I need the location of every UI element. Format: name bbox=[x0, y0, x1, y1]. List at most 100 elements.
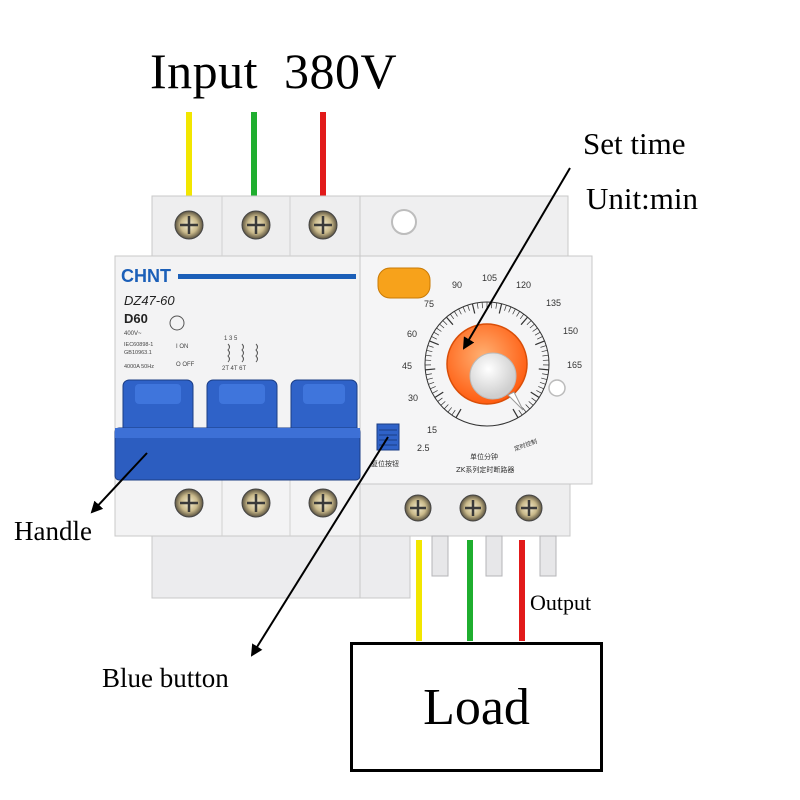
dial-tick-mark bbox=[520, 316, 529, 326]
dial-tick-mark bbox=[458, 308, 462, 315]
timer-bottom-terminals bbox=[404, 494, 543, 522]
output-label: Output bbox=[530, 590, 592, 615]
dial-tick-mark bbox=[439, 323, 445, 329]
indicator-light bbox=[377, 267, 431, 299]
dial-tick-mark bbox=[538, 386, 544, 390]
terminal-screw bbox=[308, 488, 338, 518]
dial-tick-mark bbox=[541, 349, 548, 353]
dial-tick-mark bbox=[508, 306, 512, 313]
terminal-screw bbox=[515, 494, 543, 522]
terminal-screw bbox=[308, 210, 338, 240]
dial-tick-mark bbox=[471, 303, 476, 314]
dial-tick-mark bbox=[429, 340, 439, 346]
dial-tick-mark bbox=[536, 390, 542, 394]
dial-tick-mark bbox=[541, 377, 548, 380]
dial-tick-120: 120 bbox=[516, 280, 531, 290]
dial-tick-mark bbox=[519, 313, 525, 320]
reset-button-label: 复位按钮 bbox=[371, 459, 399, 468]
terminal-marks-bottom: 2T 4T 6T bbox=[222, 366, 246, 372]
dial-tick-mark bbox=[426, 377, 433, 380]
dial-tick-mark bbox=[467, 304, 470, 311]
coil-symbols bbox=[227, 343, 258, 363]
arrow-handle bbox=[90, 452, 148, 514]
dial-tick-15: 15 bbox=[427, 425, 437, 435]
dial-tick-2-5: 2.5 bbox=[417, 443, 430, 453]
dial-tick-mark bbox=[442, 320, 448, 325]
dial-tick-165: 165 bbox=[567, 360, 582, 370]
dial-tick-mark bbox=[455, 408, 462, 418]
dial-tick-150: 150 bbox=[563, 326, 578, 336]
dial-tick-mark bbox=[432, 390, 438, 394]
ccc-mark bbox=[169, 315, 185, 331]
terminal-screw bbox=[174, 210, 204, 240]
handle-label: Handle bbox=[14, 516, 92, 546]
dial-unit-label: 单位分钟 bbox=[470, 452, 498, 461]
dial-tick-mark bbox=[512, 308, 516, 315]
terminal-marks-top: 1 3 5 bbox=[224, 336, 238, 342]
dial-tick-mark bbox=[525, 404, 531, 410]
dial-tick-mark bbox=[437, 397, 443, 402]
dial-tick-mark bbox=[537, 336, 543, 340]
top-terminals bbox=[174, 210, 338, 240]
dial-tick-mark bbox=[428, 381, 435, 385]
dial-tick-mark bbox=[425, 368, 436, 371]
terminal-screw bbox=[241, 210, 271, 240]
arrow-set-time bbox=[462, 167, 571, 350]
series-label: ZK系列定时断路器 bbox=[456, 465, 514, 474]
dial-tick-45: 45 bbox=[402, 361, 412, 371]
dial-tick-mark bbox=[512, 408, 519, 418]
set-time-label: Set time bbox=[583, 126, 686, 161]
dial-tick-135: 135 bbox=[546, 298, 561, 308]
off-label: O OFF bbox=[176, 362, 195, 368]
dial-tick-mark bbox=[426, 349, 433, 353]
dial-tick-mark bbox=[495, 302, 498, 309]
dial-tick-105: 105 bbox=[482, 273, 497, 283]
dial-tick-mark bbox=[528, 401, 534, 406]
brand-logo: CHNT bbox=[121, 266, 171, 286]
breaking-capacity-label: 4000A 50Hz bbox=[124, 364, 154, 370]
dial-tick-mark bbox=[476, 302, 479, 309]
breaker-handle[interactable] bbox=[114, 379, 361, 481]
dial-tick-mark bbox=[433, 331, 440, 336]
dial-tick-mark bbox=[451, 409, 456, 416]
dial-tick-mark bbox=[530, 391, 540, 399]
dial-tick-mark bbox=[538, 368, 549, 371]
voltage-label: 400V~ bbox=[124, 331, 142, 337]
dial-tick-mark bbox=[436, 327, 442, 332]
dial-tick-75: 75 bbox=[424, 299, 434, 309]
terminal-screw bbox=[404, 494, 432, 522]
dial-tick-mark bbox=[431, 336, 437, 340]
brand-stripe bbox=[178, 274, 356, 279]
unit-label: Unit:min bbox=[586, 181, 698, 216]
dial-tick-mark bbox=[445, 316, 454, 326]
mount-hole bbox=[391, 209, 417, 235]
blue-button-label: Blue button bbox=[102, 663, 229, 693]
dial-tick-mark bbox=[434, 391, 444, 399]
dial-tick-mark bbox=[447, 407, 452, 413]
dial-tick-mark bbox=[440, 401, 446, 406]
standard-label-2: GB10963.1 bbox=[124, 350, 152, 356]
rating-label: D60 bbox=[124, 311, 148, 326]
dial-tick-mark bbox=[529, 323, 535, 329]
dial-tick-mark bbox=[542, 354, 549, 357]
model-label: DZ47-60 bbox=[124, 293, 175, 308]
dial-tick-mark bbox=[449, 313, 455, 320]
dial-tick-mark bbox=[518, 409, 523, 416]
terminal-screw bbox=[174, 488, 204, 518]
load-box: Load bbox=[350, 642, 603, 772]
dial-tick-mark bbox=[498, 303, 503, 314]
dial-tick-mark bbox=[427, 345, 434, 348]
load-label: Load bbox=[423, 678, 530, 736]
on-label: I ON bbox=[176, 344, 188, 350]
dial-tick-mark bbox=[522, 407, 527, 413]
dial-tick-mark bbox=[526, 320, 532, 325]
dial-tick-mark bbox=[504, 304, 507, 311]
input-voltage-title: Input 380V bbox=[150, 43, 398, 99]
dial-tick-mark bbox=[425, 373, 432, 376]
dial-tick-mark bbox=[534, 331, 541, 336]
arrow-blue-button bbox=[250, 436, 389, 657]
dial-tick-mark bbox=[454, 311, 458, 317]
terminal-screw bbox=[459, 494, 487, 522]
dial-tick-mark bbox=[532, 327, 538, 332]
dial-tick-mark bbox=[516, 311, 520, 317]
